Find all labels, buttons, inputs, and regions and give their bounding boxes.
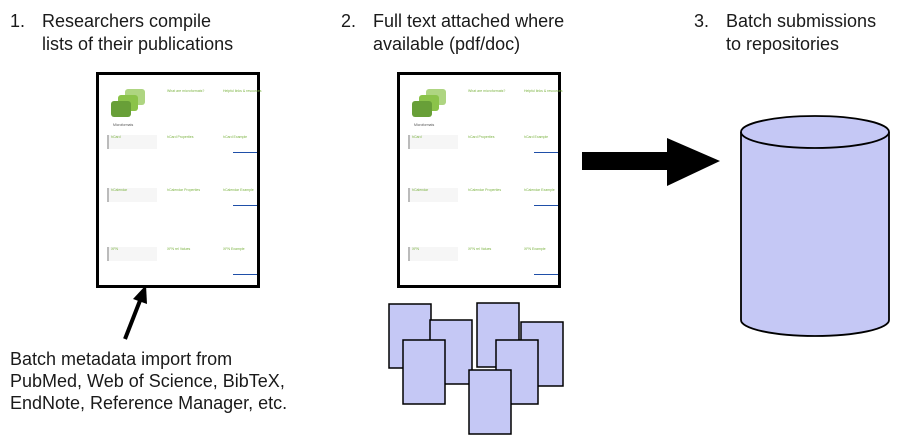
step-line: Batch submissions (726, 11, 877, 31)
repository-cylinder-icon (740, 115, 890, 337)
step-line: lists of their publications (42, 34, 234, 54)
full-text-files (388, 302, 564, 435)
doc-link-line (534, 274, 558, 275)
full-text-thumbnail: Microformats What are microformats? Help… (397, 72, 563, 288)
doc-link-line (233, 205, 257, 206)
step-number: 2. (341, 11, 357, 31)
file-icon (402, 339, 446, 405)
doc-link-line (233, 274, 257, 275)
step-line: to repositories (726, 34, 840, 54)
doc-row (107, 247, 157, 261)
microformats-logo-icon (412, 89, 446, 117)
step-text: Full text attached where available (pdf/… (373, 10, 564, 56)
step-number: 1. (10, 11, 26, 31)
import-arrow-icon (123, 285, 147, 340)
doc-header-b: Helpful links & resources (524, 89, 563, 93)
doc-row-label: hCard Example (223, 135, 248, 139)
doc-row-label: hCalendar Properties (468, 188, 502, 192)
doc-row-label: XFN Example (524, 247, 546, 251)
doc-row-label: hCard (412, 135, 422, 139)
step-number: 3. (694, 11, 710, 31)
doc-row-label: XFN rel Values (167, 247, 191, 251)
doc-row-label: hCard Properties (468, 135, 495, 139)
doc-row-label: XFN rel Values (468, 247, 492, 251)
logo-caption: Microformats (113, 123, 134, 127)
doc-link-line (534, 152, 558, 153)
file-icon (468, 369, 512, 435)
doc-row (107, 188, 157, 202)
step-text: Batch submissions to repositories (726, 10, 876, 56)
doc-row-label: hCalendar Properties (167, 188, 201, 192)
note-line: Batch metadata import from (10, 349, 233, 369)
doc-row (408, 247, 458, 261)
doc-row-label: hCalendar (412, 188, 429, 192)
doc-row-label: XFN Example (223, 247, 245, 251)
doc-link-line (233, 152, 257, 153)
metadata-import-note: Batch metadata import from PubMed, Web o… (10, 348, 287, 414)
doc-row-label: hCalendar (111, 188, 128, 192)
doc-header-a: What are microformats? (468, 89, 506, 93)
doc-row-label: hCalendar Example (524, 188, 555, 192)
step-line: Researchers compile (42, 11, 212, 31)
doc-row (408, 135, 458, 149)
doc-header-b: Helpful links & resources (223, 89, 262, 93)
doc-row-label: hCard Example (524, 135, 549, 139)
step-line: available (pdf/doc) (373, 34, 521, 54)
publication-list-thumbnail: Microformats What are microformats? Help… (96, 72, 262, 288)
doc-row-label: XFN (412, 247, 419, 251)
doc-row-label: hCard (111, 135, 121, 139)
microformats-logo-icon (111, 89, 145, 117)
step-text: Researchers compile lists of their publi… (42, 10, 233, 56)
logo-caption: Microformats (414, 123, 435, 127)
doc-row-label: hCalendar Example (223, 188, 254, 192)
doc-link-line (534, 205, 558, 206)
doc-row (408, 188, 458, 202)
doc-row-label: hCard Properties (167, 135, 194, 139)
doc-header-a: What are microformats? (167, 89, 205, 93)
step-line: Full text attached where (373, 11, 565, 31)
doc-row (107, 135, 157, 149)
submission-arrow-icon (582, 138, 720, 186)
note-line: EndNote, Reference Manager, etc. (10, 393, 288, 413)
doc-row-label: XFN (111, 247, 118, 251)
note-line: PubMed, Web of Science, BibTeX, (10, 371, 285, 391)
